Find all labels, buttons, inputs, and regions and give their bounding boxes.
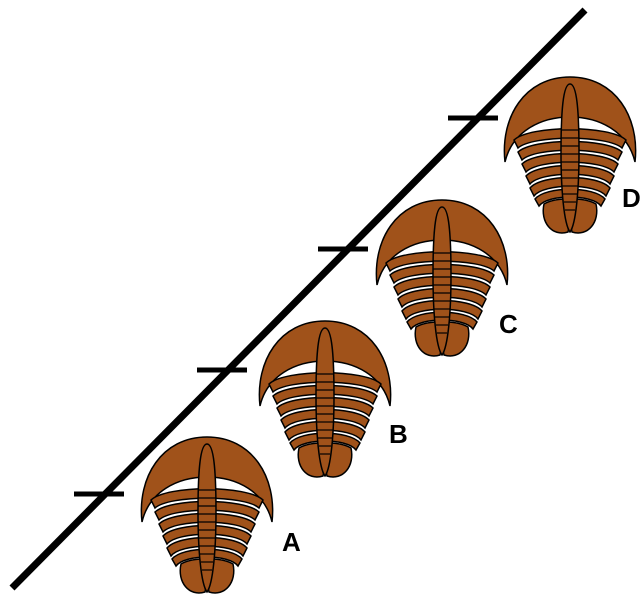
specimen-label-d: D xyxy=(622,183,641,213)
specimen-label-c: C xyxy=(499,309,518,339)
trilobite-c-icon xyxy=(375,199,509,357)
trilobite-a-icon xyxy=(140,436,274,594)
specimen-label-b: B xyxy=(389,419,408,449)
trilobite-d-icon xyxy=(503,76,637,234)
time-axis-line xyxy=(9,7,588,591)
trilobite-b-icon xyxy=(258,320,392,478)
specimen-label-a: A xyxy=(282,527,301,557)
